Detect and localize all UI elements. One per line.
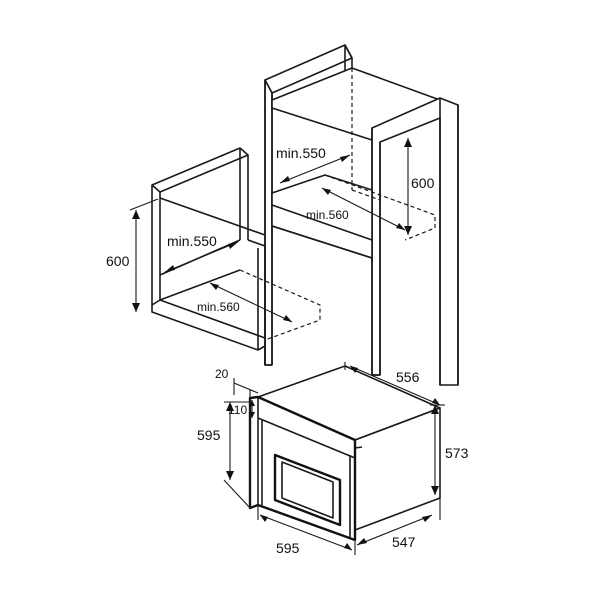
tall-cabinet xyxy=(264,44,459,386)
under-niche-height-label: 600 xyxy=(106,253,130,269)
tall-min-width-label: min.550 xyxy=(276,145,326,161)
oven-front-width-label: 595 xyxy=(276,540,300,556)
under-width-dimension: min.550 xyxy=(164,233,239,273)
under-depth-dimension: min.560 xyxy=(197,282,293,323)
under-min-depth-label: min.560 xyxy=(197,300,240,314)
tall-min-depth-label: min.560 xyxy=(306,208,349,222)
oven-panel-height-dimension: 110 xyxy=(228,400,255,418)
under-height-dimension: 600 xyxy=(106,198,159,312)
tall-depth-dimension: min.560 xyxy=(306,187,406,231)
oven-depth-top-label: 556 xyxy=(396,369,420,385)
tall-niche-height-label: 600 xyxy=(411,175,435,191)
oven-body-depth-label: 547 xyxy=(392,534,416,550)
under-counter-cabinet xyxy=(151,147,321,365)
oven-body-height-label: 573 xyxy=(445,445,469,461)
oven-panel-height-label: 110 xyxy=(228,403,247,417)
oven-frame-offset-dimension: 20 xyxy=(215,367,259,398)
oven-frame-offset-label: 20 xyxy=(215,367,229,381)
under-min-width-label: min.550 xyxy=(167,233,217,249)
tall-width-dimension: min.550 xyxy=(276,145,351,184)
oven-unit xyxy=(248,365,441,542)
oven-total-height-dimension: 595 xyxy=(197,401,251,509)
oven-total-height-label: 595 xyxy=(197,427,221,443)
oven-body-depth-dimension: 547 xyxy=(356,498,441,550)
oven-body-height-dimension: 573 xyxy=(430,404,469,495)
oven-front-width-dimension: 595 xyxy=(257,505,356,556)
tall-height-dimension: 600 xyxy=(404,138,435,235)
oven-depth-top-dimension: 556 xyxy=(344,362,441,406)
